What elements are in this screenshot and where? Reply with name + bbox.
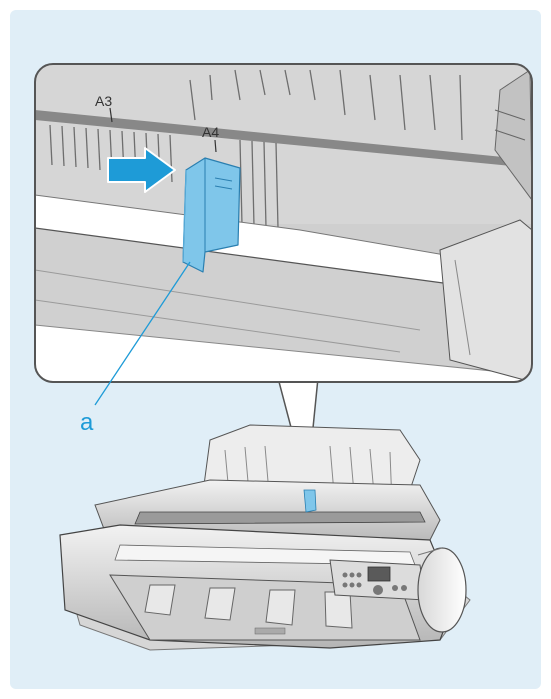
paper-guide	[182, 157, 241, 273]
label-a4: A4	[202, 124, 219, 140]
callout-label-a: a	[80, 409, 94, 436]
printer	[59, 424, 471, 651]
callout-line	[94, 261, 191, 406]
zoom-window	[34, 63, 533, 383]
label-a3: A3	[95, 93, 112, 109]
paper-guide-small	[303, 489, 317, 513]
display-screen	[367, 566, 391, 582]
roll-holder	[417, 547, 467, 633]
right-arrow-icon	[107, 147, 176, 193]
